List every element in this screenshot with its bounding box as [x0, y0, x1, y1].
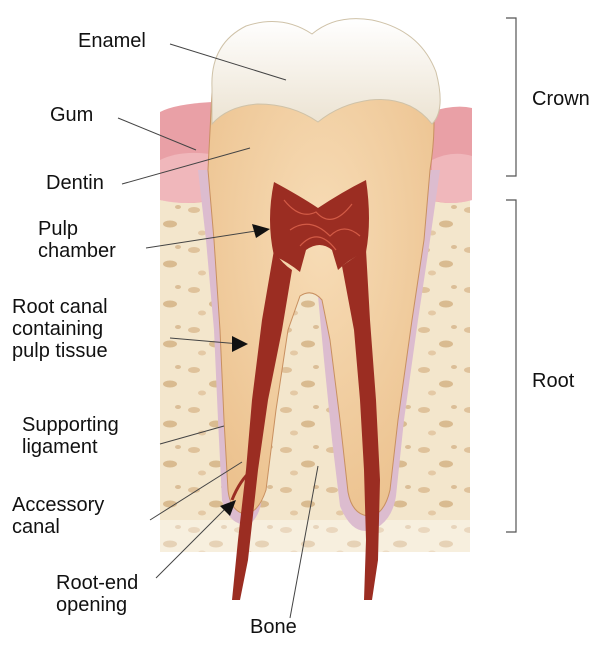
- accessory-canal-label-line-2: canal: [12, 516, 104, 538]
- dentin-label: Dentin: [46, 172, 104, 194]
- gum-label: Gum: [50, 104, 93, 126]
- root-label: Root: [532, 370, 574, 392]
- enamel-label: Enamel: [78, 30, 146, 52]
- root-end-opening-label: Root-end opening: [56, 572, 138, 616]
- accessory-canal-label: Accessory canal: [12, 494, 104, 538]
- root-end-opening-label-line-1: Root-end: [56, 572, 138, 594]
- accessory-canal-label-line-1: Accessory: [12, 494, 104, 516]
- root-canal-label-line-1: Root canal: [12, 296, 108, 318]
- root-end-opening-label-line-2: opening: [56, 594, 138, 616]
- root-bracket: [506, 200, 516, 532]
- supporting-ligament-label: Supporting ligament: [22, 414, 119, 458]
- root-canal-label-line-2: containing: [12, 318, 108, 340]
- pulp-chamber-label: Pulp chamber: [38, 218, 116, 262]
- supporting-ligament-label-line-1: Supporting: [22, 414, 119, 436]
- root-canal-label: Root canal containing pulp tissue: [12, 296, 108, 362]
- crown-label: Crown: [532, 88, 590, 110]
- pulp-chamber-label-line-2: chamber: [38, 240, 116, 262]
- crown-bracket: [506, 18, 516, 176]
- bone-label: Bone: [250, 616, 297, 638]
- supporting-ligament-label-line-2: ligament: [22, 436, 119, 458]
- root-canal-label-line-3: pulp tissue: [12, 340, 108, 362]
- pulp-chamber-label-line-1: Pulp: [38, 218, 116, 240]
